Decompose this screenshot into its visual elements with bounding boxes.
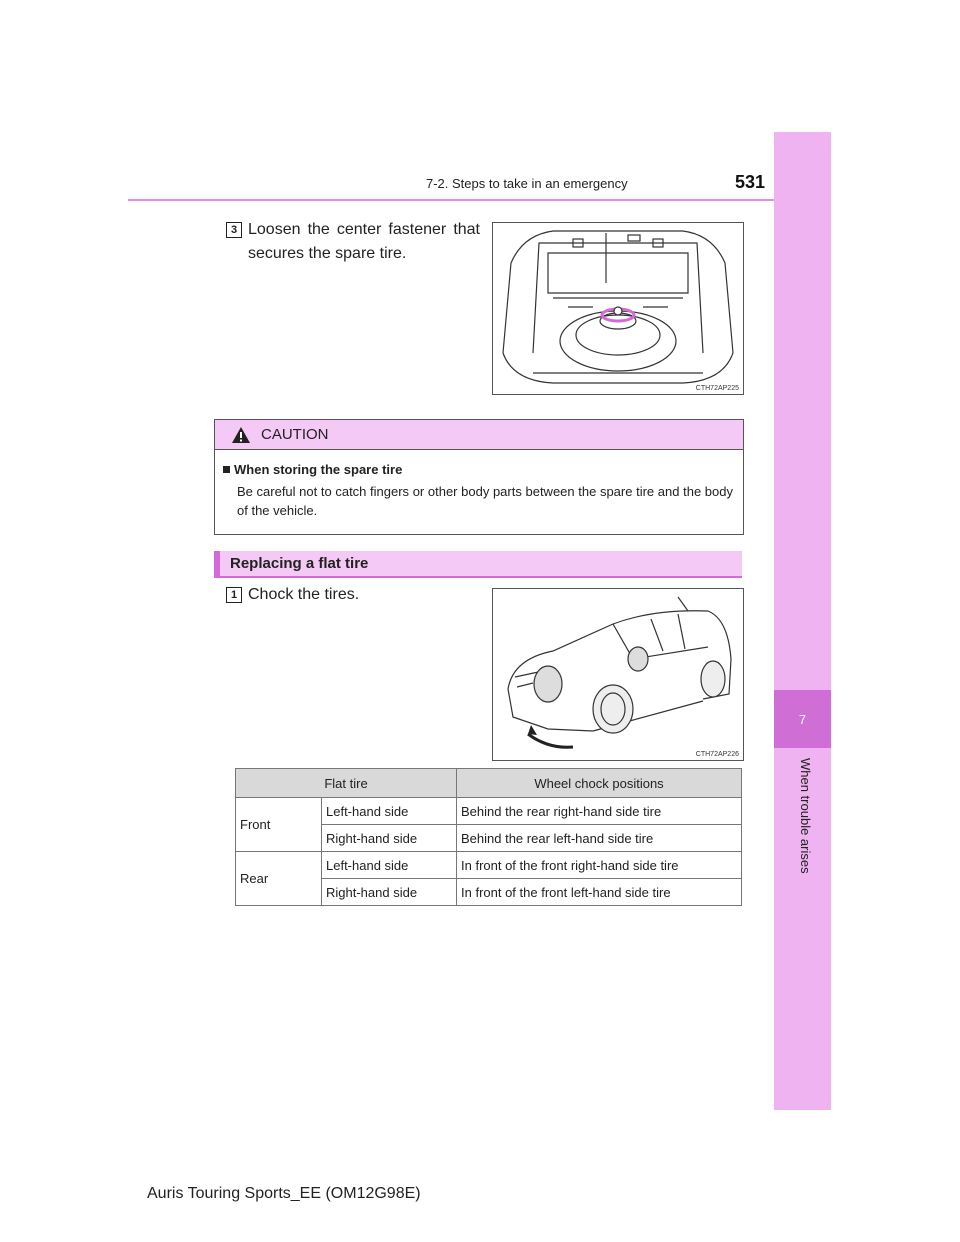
chapter-title: When trouble arises: [798, 758, 813, 874]
table-cell-chock: Behind the rear left-hand side tire: [456, 824, 742, 852]
table-cell-position: Front: [235, 797, 322, 852]
table-cell-chock: In front of the front left-hand side tir…: [456, 878, 742, 906]
bullet-square-icon: [223, 466, 230, 473]
caution-subheading-text: When storing the spare tire: [234, 462, 403, 477]
step-1-number: 1: [226, 587, 242, 603]
table-header-row: Flat tire Wheel chock positions: [235, 768, 742, 798]
chapter-number-badge: 7: [774, 690, 831, 748]
car-wheel-chock-illustration-icon: [507, 596, 732, 749]
caution-box: CAUTION When storing the spare tire Be c…: [214, 419, 744, 535]
figure-code: CTH72AP226: [695, 751, 739, 758]
caution-header: CAUTION: [215, 420, 743, 450]
page-number: 531: [735, 172, 766, 192]
chapter-side-tab: [774, 132, 831, 1110]
figure-code: CTH72AP225: [695, 385, 739, 392]
table-cell-side: Right-hand side: [321, 824, 457, 852]
header-divider: [128, 199, 830, 201]
caution-subheading: When storing the spare tire: [223, 462, 402, 477]
caution-title: CAUTION: [261, 426, 329, 443]
table-cell-chock: Behind the rear right-hand side tire: [456, 797, 742, 825]
warning-triangle-icon: [232, 426, 250, 443]
table-cell-position: Rear: [235, 851, 322, 906]
trunk-spare-tire-illustration-icon: [502, 230, 734, 384]
section-title: Replacing a flat tire: [214, 551, 742, 578]
table-cell-side: Left-hand side: [321, 851, 457, 879]
table-cell-side: Left-hand side: [321, 797, 457, 825]
step-3-text: Loosen the center fastener that secures …: [248, 221, 480, 262]
step-3-number: 3: [226, 222, 242, 238]
wheel-chock-table: Flat tire Wheel chock positions Front Le…: [235, 768, 742, 906]
table-row: Right-hand side In front of the front le…: [236, 878, 742, 906]
trunk-spare-tire-figure: CTH72AP225: [492, 222, 744, 395]
section-header: 7-2. Steps to take in an emergency: [426, 176, 628, 191]
footer-model-name: Auris Touring Sports_EE (OM12G98E): [147, 1185, 421, 1202]
table-cell-chock: In front of the front right-hand side ti…: [456, 851, 742, 879]
table-header-chock-positions: Wheel chock positions: [456, 768, 742, 798]
table-header-flat-tire: Flat tire: [235, 768, 457, 798]
table-row: Front Left-hand side Behind the rear rig…: [235, 797, 742, 852]
step-1-text: Chock the tires.: [248, 586, 360, 603]
caution-text: Be careful not to catch fingers or other…: [237, 484, 733, 518]
car-wheel-chock-figure: CTH72AP226: [492, 588, 744, 761]
table-row: Rear Left-hand side In front of the fron…: [235, 851, 742, 906]
table-cell-side: Right-hand side: [321, 878, 457, 906]
